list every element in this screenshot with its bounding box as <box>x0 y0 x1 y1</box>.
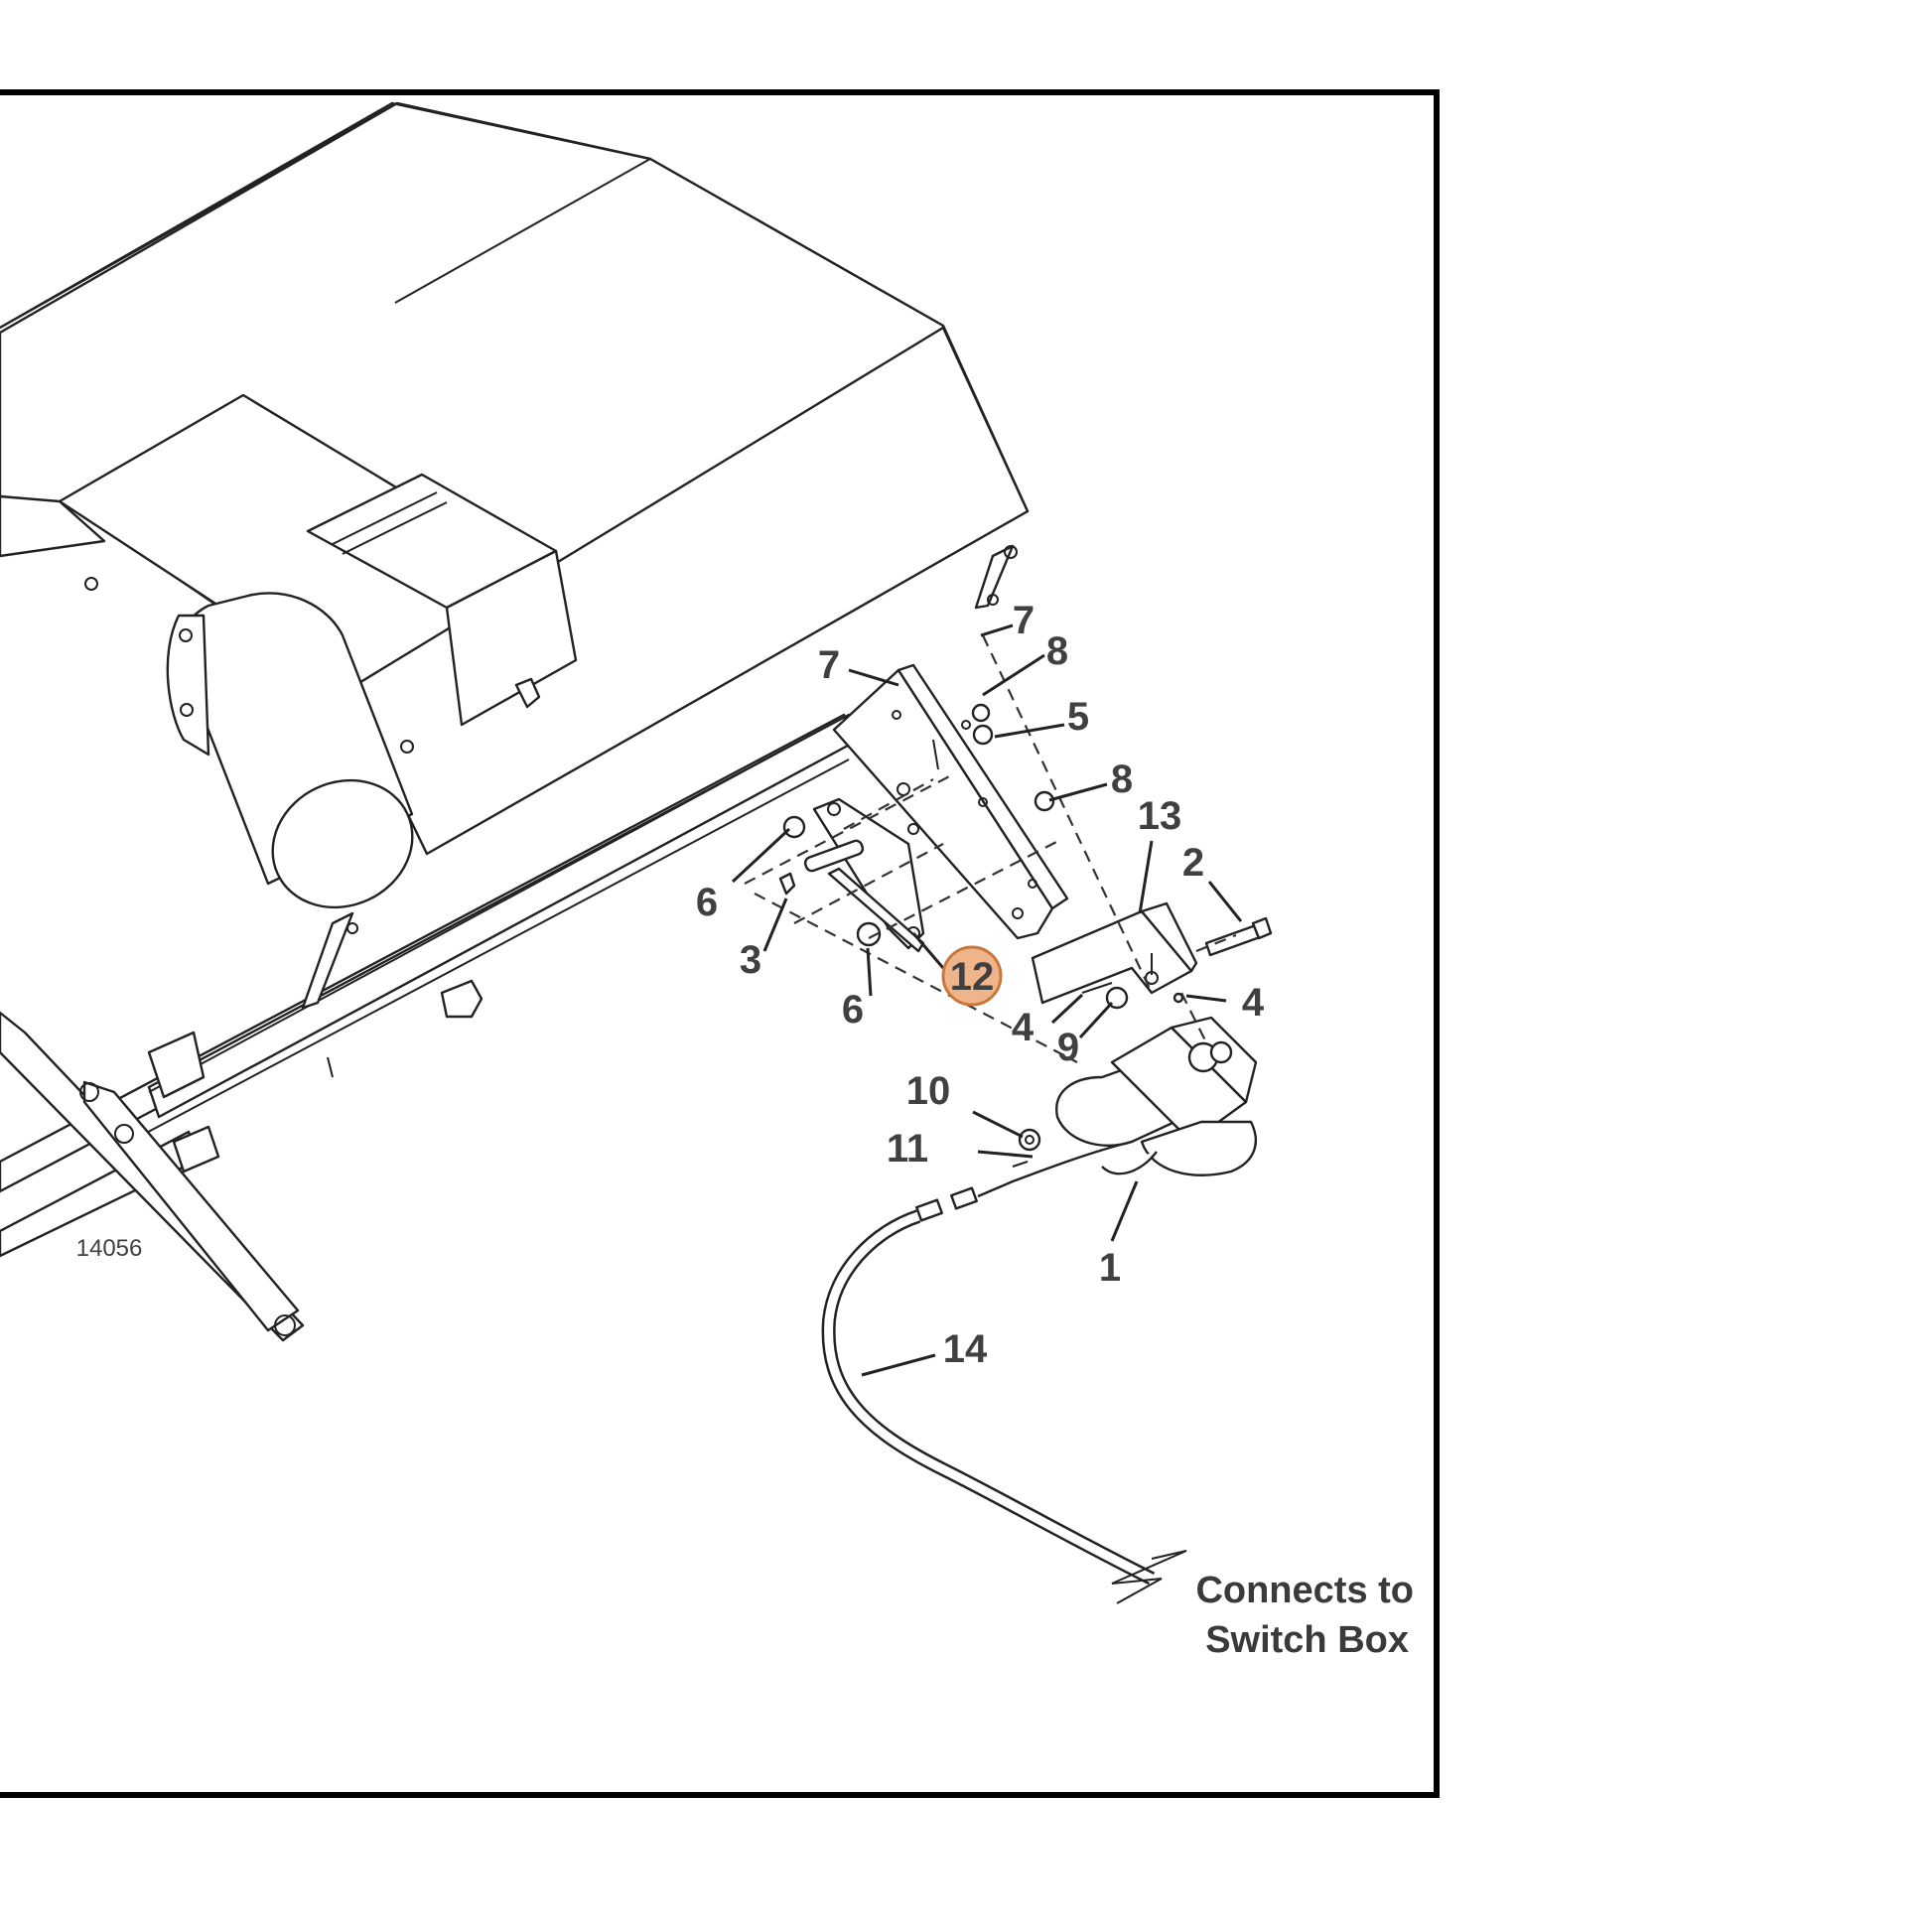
callout-9: 9 <box>1057 1026 1079 1069</box>
callout-4b: 4 <box>1242 981 1265 1025</box>
callout-8a: 8 <box>1046 629 1068 673</box>
callout-4a: 4 <box>1012 1006 1035 1049</box>
bracket-13 <box>1031 901 1198 1005</box>
hopper-assembly <box>0 101 1030 909</box>
wire-harness <box>821 1140 1187 1604</box>
callout-1: 1 <box>1099 1246 1121 1290</box>
callout-10: 10 <box>906 1069 951 1113</box>
border-frame <box>0 89 1440 1798</box>
actuator-mount-bracket <box>803 663 1069 953</box>
connects-to-note-line2: Switch Box <box>1205 1619 1409 1661</box>
callout-13: 13 <box>1138 794 1182 838</box>
callout-6a: 6 <box>696 881 718 924</box>
actuator-motor <box>1012 1016 1258 1176</box>
callout-11: 11 <box>887 1127 928 1171</box>
callout-labels: 1 2 3 4 4 5 6 6 7 7 8 8 9 10 11 12 13 14 <box>696 599 1265 1371</box>
callout-5: 5 <box>1067 695 1089 739</box>
callout-7a: 7 <box>818 643 840 687</box>
callout-8b: 8 <box>1111 758 1133 801</box>
frame-rails <box>0 713 861 1342</box>
drawing-number: 14056 <box>76 1235 143 1262</box>
hardware <box>778 703 1273 1010</box>
callout-12: 12 <box>950 955 995 999</box>
connects-to-note-line1: Connects to <box>1195 1570 1414 1611</box>
callout-3: 3 <box>740 938 761 982</box>
assembly-lines <box>744 634 1237 1063</box>
callout-7b: 7 <box>1013 599 1035 642</box>
callout-6b: 6 <box>842 988 864 1032</box>
leader-lines <box>731 623 1243 1377</box>
callout-14: 14 <box>943 1327 988 1371</box>
callout-2: 2 <box>1182 841 1204 885</box>
highlight-marker <box>941 945 1003 1007</box>
